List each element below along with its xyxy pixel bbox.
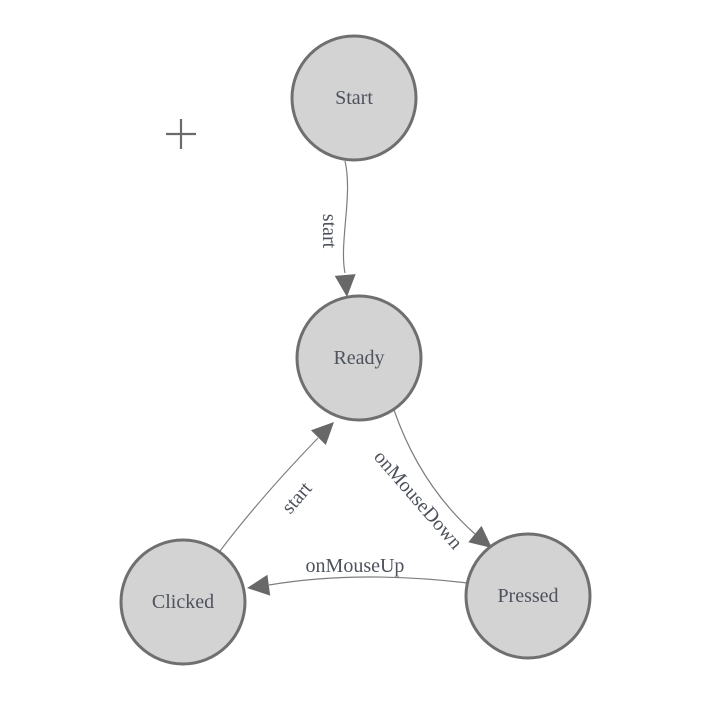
edge-label: start	[318, 214, 340, 249]
node-circle[interactable]	[295, 294, 423, 422]
edge-line[interactable]	[268, 576, 469, 586]
edge-line[interactable]	[342, 160, 349, 274]
node-circle[interactable]	[464, 532, 592, 660]
edge-arrowhead-icon	[334, 274, 356, 297]
edge-arrowhead-icon	[311, 422, 334, 445]
edge-arrowhead-icon	[468, 525, 492, 548]
node-label: Ready	[333, 347, 384, 369]
edge-line[interactable]	[219, 437, 319, 552]
edge-label: onMouseUp	[306, 555, 405, 577]
edge-ready-pressed[interactable]: onMouseDown	[369, 409, 492, 554]
edge-label: start	[277, 477, 316, 518]
node-label: Pressed	[497, 585, 558, 607]
edge-line[interactable]	[393, 409, 476, 535]
crosshair-cursor-icon	[166, 119, 196, 149]
edge-arrowhead-icon	[247, 574, 271, 596]
overlay-layer	[166, 119, 196, 149]
state-node-ready[interactable]: Ready	[295, 294, 423, 422]
edge-start-ready[interactable]: start	[318, 160, 356, 297]
node-circle[interactable]	[119, 538, 247, 666]
edge-clicked-ready[interactable]: start	[219, 422, 334, 552]
state-node-clicked[interactable]: Clicked	[119, 538, 247, 666]
state-node-start[interactable]: Start	[290, 34, 418, 162]
node-label: Clicked	[152, 591, 214, 613]
edge-pressed-clicked[interactable]: onMouseUp	[247, 555, 469, 596]
state-node-pressed[interactable]: Pressed	[464, 532, 592, 660]
node-label: Start	[335, 87, 373, 109]
node-circle[interactable]	[290, 34, 418, 162]
